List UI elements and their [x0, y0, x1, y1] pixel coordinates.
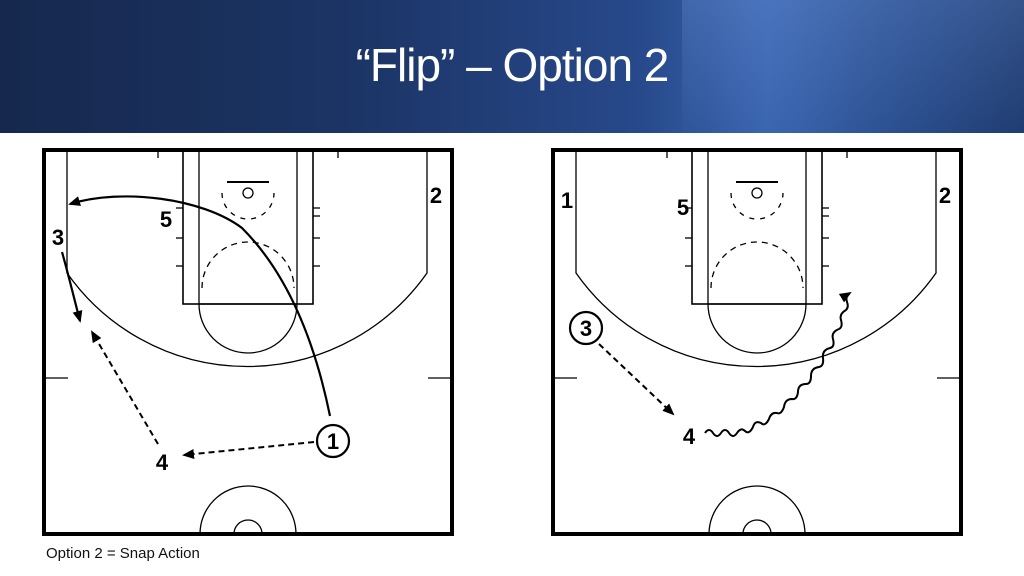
- center-circle-inner: [233, 519, 263, 535]
- rim: [242, 187, 254, 199]
- ft-circle-upper: [201, 241, 295, 289]
- center-circle: [708, 485, 806, 535]
- cut-path-4-to-wing: [90, 330, 159, 445]
- player-1: 1: [561, 188, 573, 213]
- ft-circle-upper: [710, 241, 804, 289]
- player-3: 3: [52, 225, 64, 250]
- play-actions: [60, 195, 332, 459]
- three-point-line: [66, 150, 428, 368]
- cut-path-3: [60, 251, 83, 323]
- banner-highlight: [682, 0, 1024, 133]
- player-4: 4: [683, 424, 696, 449]
- center-circle: [199, 485, 297, 535]
- player-2: 2: [430, 183, 442, 208]
- cut-path-3: [598, 343, 675, 416]
- player-3-circle: [568, 310, 604, 346]
- ft-circle-lower: [198, 303, 298, 354]
- center-circle-inner: [742, 519, 772, 535]
- rim: [751, 187, 763, 199]
- lane-inner: [707, 149, 807, 305]
- dribble-path-4: [704, 291, 852, 437]
- restricted-arc: [730, 192, 784, 220]
- lane-inner: [198, 149, 298, 305]
- play-diagram-right: 1 2 3 4 5: [551, 148, 963, 536]
- player-5: 5: [677, 195, 689, 220]
- player-1-circle: [315, 423, 351, 459]
- play-diagram-left: 1 2 3 4 5: [42, 148, 454, 536]
- player-4: 4: [156, 450, 169, 475]
- slide-title: “Flip” – Option 2: [355, 39, 670, 91]
- player-1: 1: [327, 429, 339, 454]
- title-banner: “Flip” – Option 2: [0, 0, 1024, 133]
- cut-path-4: [182, 441, 315, 459]
- pass-path-1-to-3: [68, 195, 332, 417]
- player-3: 3: [580, 316, 592, 341]
- court-lines: [551, 148, 963, 536]
- court-boundary: [551, 148, 963, 536]
- play-actions: [598, 291, 852, 437]
- player-5: 5: [160, 207, 172, 232]
- court-boundary: [42, 148, 454, 536]
- three-point-line: [575, 150, 937, 368]
- slide-caption: Option 2 = Snap Action: [46, 545, 200, 562]
- ft-circle-lower: [707, 303, 807, 354]
- court-lines: [42, 148, 454, 536]
- player-2: 2: [939, 183, 951, 208]
- restricted-arc: [221, 192, 275, 220]
